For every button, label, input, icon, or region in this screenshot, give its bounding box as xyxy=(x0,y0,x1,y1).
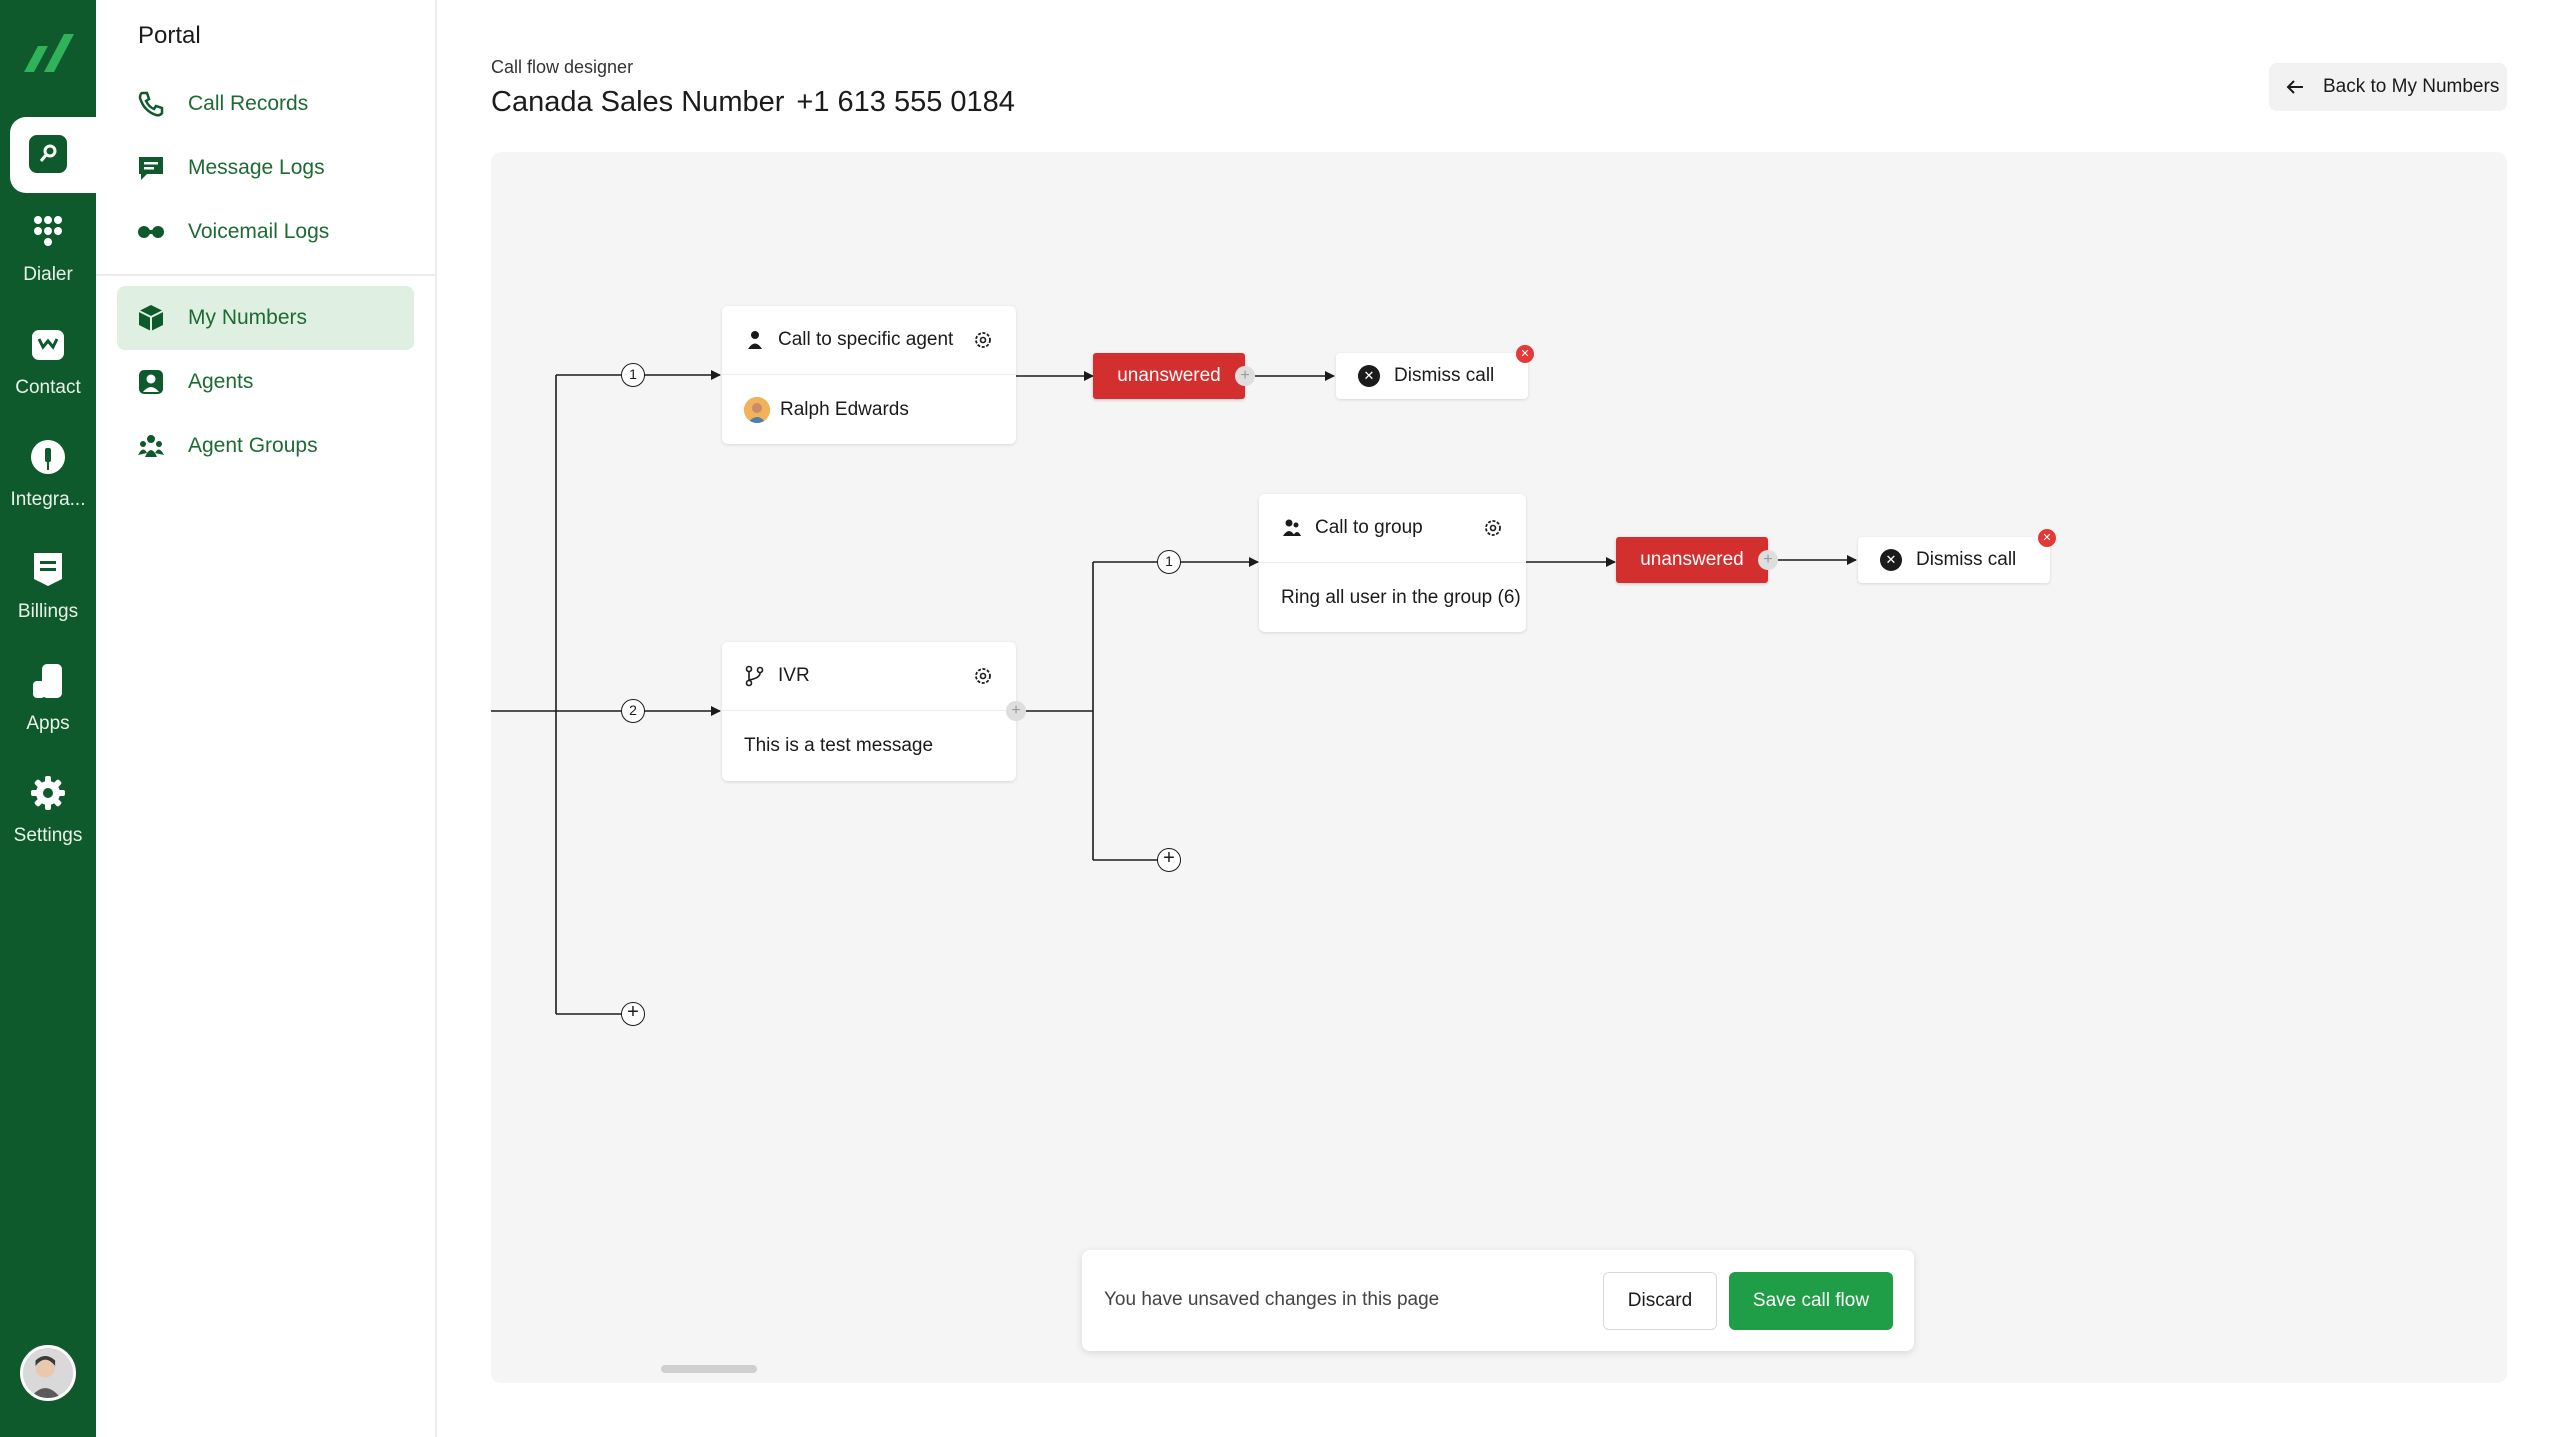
sidebar-label-my-numbers: My Numbers xyxy=(188,306,308,329)
phone-icon xyxy=(136,89,166,119)
save-call-flow-button[interactable]: Save call flow xyxy=(1729,1272,1893,1330)
node-body: Ralph Edwards xyxy=(722,375,1016,444)
ivr-node[interactable]: IVR This is a test message xyxy=(722,642,1016,781)
node-header: Call to specific agent xyxy=(722,306,1016,375)
dismiss-label: Dismiss call xyxy=(1394,365,1495,386)
sidebar-label-agents: Agents xyxy=(188,370,254,393)
rail-label-dialer: Dialer xyxy=(23,264,73,285)
page-title-number: +1 613 555 0184 xyxy=(796,86,1015,118)
back-button-label: Back to My Numbers xyxy=(2323,76,2500,97)
node-settings-icon[interactable] xyxy=(972,665,994,687)
message-icon xyxy=(136,153,166,183)
dismiss-call-node[interactable]: ✕ Dismiss call ✕ xyxy=(1336,345,1534,399)
add-step-button[interactable]: + xyxy=(1758,550,1778,570)
sidebar-label-call-records: Call Records xyxy=(188,92,309,115)
rail-item-portal[interactable] xyxy=(10,117,96,193)
ivr-message: This is a test message xyxy=(744,734,934,756)
voicemail-icon xyxy=(136,217,166,247)
agent-icon xyxy=(136,367,166,397)
cube-icon xyxy=(136,303,166,333)
discard-button[interactable]: Discard xyxy=(1603,1272,1717,1330)
page-title: Canada Sales Number +1 613 555 0184 xyxy=(491,86,1015,119)
node-header: IVR xyxy=(722,642,1016,711)
dismiss-label: Dismiss call xyxy=(1916,549,2017,570)
node-settings-icon[interactable] xyxy=(972,329,994,351)
add-branch-button[interactable]: + xyxy=(621,1002,645,1026)
rail-item-apps[interactable]: Apps xyxy=(0,661,96,761)
call-to-specific-agent-node[interactable]: Call to specific agent Ralph Edwards xyxy=(722,306,1016,444)
rail-label-billings: Billings xyxy=(17,601,79,622)
add-ivr-option-button[interactable]: + xyxy=(1157,848,1181,872)
node-title: Call to group xyxy=(1315,517,1423,538)
unanswered-badge[interactable]: unanswered xyxy=(1093,353,1245,399)
rail-label-apps: Apps xyxy=(26,713,70,734)
rail-item-dialer[interactable]: Dialer xyxy=(0,212,96,312)
node-title: IVR xyxy=(778,665,810,686)
branch-icon xyxy=(745,665,764,687)
brand-logo-icon[interactable] xyxy=(18,18,78,78)
gear-icon xyxy=(31,776,65,810)
rail-item-integrations[interactable]: Integra... xyxy=(0,437,96,537)
sidebar-item-agents[interactable]: Agents xyxy=(117,350,414,414)
group-detail: Ring all user in the group (6) xyxy=(1281,586,1521,608)
unanswered-badge[interactable]: unanswered xyxy=(1616,537,1768,583)
portal-icon xyxy=(29,135,67,173)
person-icon xyxy=(748,331,762,349)
branch-2-step-marker[interactable]: 2 xyxy=(621,699,645,723)
group-icon xyxy=(1283,519,1301,536)
rail-label-contact: Contact xyxy=(15,377,81,398)
back-to-my-numbers-button[interactable]: Back to My Numbers xyxy=(2269,63,2507,111)
apps-icon xyxy=(33,664,62,698)
sidebar-item-call-records[interactable]: Call Records xyxy=(117,72,414,136)
remove-node-icon[interactable]: ✕ xyxy=(1516,345,1534,363)
add-step-button[interactable]: + xyxy=(1235,366,1255,386)
sidebar-divider xyxy=(96,274,437,276)
portal-sidebar: Portal Call Records Message Logs Voicema… xyxy=(96,0,437,1437)
page-title-name: Canada Sales Number xyxy=(491,86,785,118)
sidebar-label-voicemail-logs: Voicemail Logs xyxy=(188,220,330,243)
unsaved-message: You have unsaved changes in this page xyxy=(1104,1289,1440,1310)
sidebar-title: Portal xyxy=(138,22,201,49)
ivr-option-1-step-marker[interactable]: 1 xyxy=(1157,550,1181,574)
close-circle-icon: ✕ xyxy=(1880,549,1902,571)
receipt-icon xyxy=(34,553,62,586)
branch-1-step-marker[interactable]: 1 xyxy=(621,363,645,387)
dialpad-icon xyxy=(34,216,62,246)
sidebar-item-agent-groups[interactable]: Agent Groups xyxy=(117,414,414,478)
user-avatar[interactable] xyxy=(20,1345,76,1401)
rail-item-contact[interactable]: Contact xyxy=(0,325,96,425)
node-settings-icon[interactable] xyxy=(1482,517,1504,539)
sidebar-item-message-logs[interactable]: Message Logs xyxy=(117,136,414,200)
agent-avatar xyxy=(744,396,770,423)
breadcrumb: Call flow designer xyxy=(491,57,634,77)
arrow-left-icon xyxy=(2286,80,2303,94)
call-to-group-node[interactable]: Call to group Ring all user in the group… xyxy=(1259,494,1526,632)
plug-icon xyxy=(31,440,65,474)
close-circle-icon: ✕ xyxy=(1358,365,1380,387)
sidebar-label-agent-groups: Agent Groups xyxy=(188,434,318,457)
sidebar-item-voicemail-logs[interactable]: Voicemail Logs xyxy=(117,200,414,264)
rail-item-billings[interactable]: Billings xyxy=(0,549,96,649)
contact-card-icon xyxy=(32,330,64,360)
rail-label-settings: Settings xyxy=(13,825,83,846)
unsaved-changes-bar: You have unsaved changes in this page Di… xyxy=(1082,1250,1914,1351)
app-rail: Dialer Contact Integra... Billings Apps xyxy=(0,0,96,1437)
rail-item-settings[interactable]: Settings xyxy=(0,773,96,873)
sidebar-item-my-numbers[interactable]: My Numbers xyxy=(117,286,414,350)
remove-node-icon[interactable]: ✕ xyxy=(2038,529,2056,547)
dismiss-call-node[interactable]: ✕ Dismiss call ✕ xyxy=(1858,529,2056,583)
node-body: Ring all user in the group (6) xyxy=(1259,563,1526,632)
node-body: This is a test message xyxy=(722,711,1016,780)
sidebar-label-message-logs: Message Logs xyxy=(188,156,325,179)
group-icon xyxy=(136,431,166,461)
node-header: Call to group xyxy=(1259,494,1526,563)
rail-label-integrations: Integra... xyxy=(10,489,86,510)
add-step-button[interactable]: + xyxy=(1006,701,1026,721)
node-title: Call to specific agent xyxy=(778,329,954,350)
agent-name: Ralph Edwards xyxy=(780,398,909,420)
horizontal-scrollbar[interactable] xyxy=(661,1365,757,1373)
